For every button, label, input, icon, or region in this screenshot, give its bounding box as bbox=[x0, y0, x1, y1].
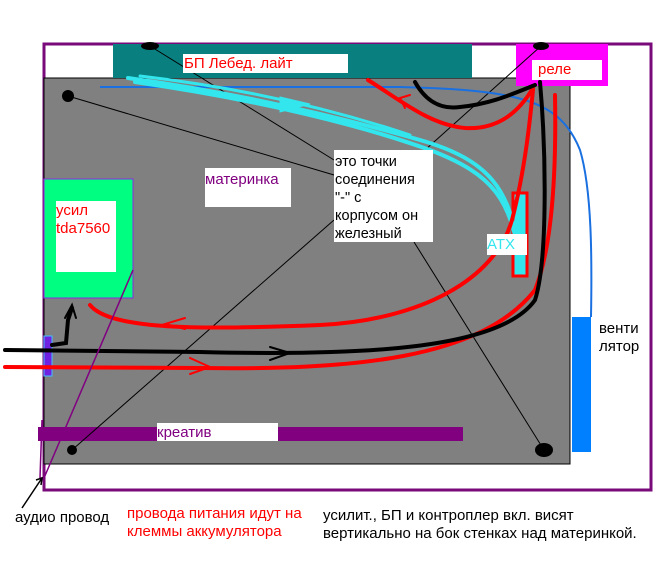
sound-card-label: креатив bbox=[157, 424, 212, 441]
mount-note: усилит., БП и контроплер вкл. висят верт… bbox=[323, 507, 637, 542]
power-wires bbox=[3, 78, 558, 375]
power-connector bbox=[43, 335, 53, 377]
psu-label: БП Лебед. лайт bbox=[184, 55, 293, 72]
note-text: это точки соединения "-" с корпусом он ж… bbox=[335, 154, 419, 242]
atx-label: ATX bbox=[487, 236, 516, 253]
fan-wire bbox=[100, 86, 593, 318]
audio-wire-label: аудио провод bbox=[15, 509, 110, 526]
power-note: провода питания идут на клеммы аккумулят… bbox=[127, 505, 302, 540]
amp-label: усил tda7560 bbox=[56, 202, 111, 237]
fan-block bbox=[572, 317, 591, 452]
amp-label-box bbox=[56, 201, 116, 272]
motherboard-label-box bbox=[205, 168, 291, 207]
pointer-lines bbox=[67, 45, 545, 451]
ground-wires bbox=[3, 80, 547, 361]
atx-label-box bbox=[487, 234, 527, 255]
relay-label: реле bbox=[538, 61, 572, 78]
note-box bbox=[334, 150, 433, 242]
relay-label-box bbox=[532, 60, 602, 80]
audio-arrow bbox=[21, 476, 43, 509]
motherboard-label: материнка bbox=[205, 171, 279, 188]
psu-label-box bbox=[183, 54, 348, 73]
sound-card-label-box bbox=[157, 423, 278, 441]
fan-label: венти лятор bbox=[599, 320, 640, 355]
atx-cable bbox=[126, 74, 522, 262]
